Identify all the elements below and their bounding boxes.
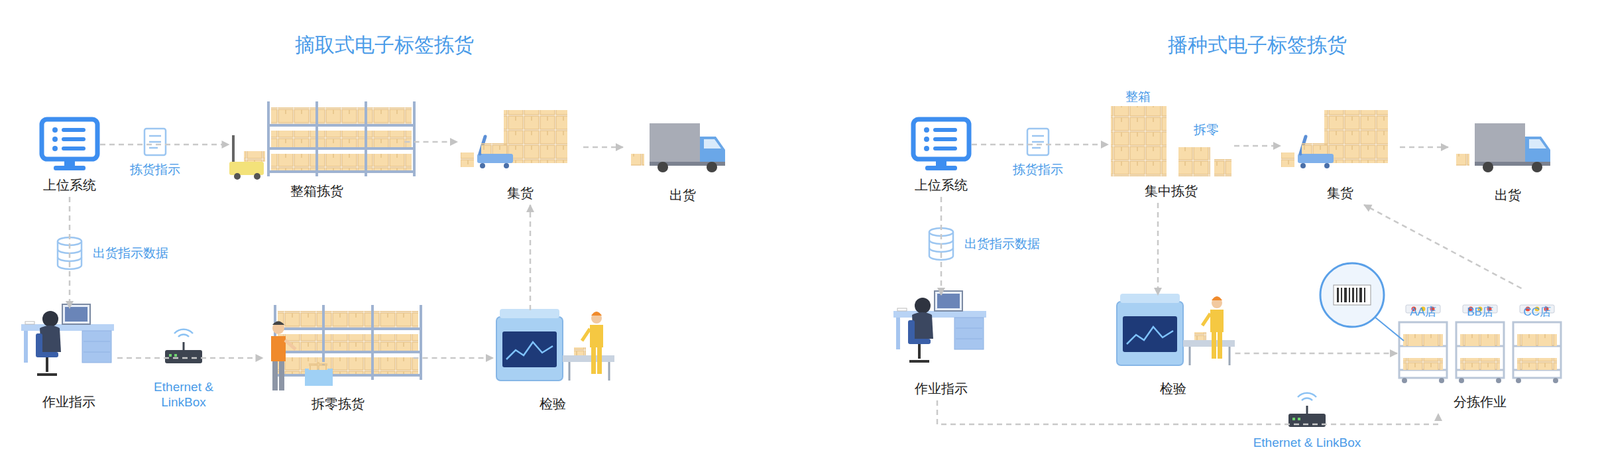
station-node: 集货 [1280, 112, 1400, 205]
tag-label: BB店 [1466, 304, 1494, 320]
station-caption: 整箱拣货 [229, 182, 405, 201]
flow-connector [1399, 146, 1449, 149]
flow-connector [100, 143, 230, 146]
station-node: 作业指示 [892, 294, 990, 401]
station-caption: 分拣作业 [1397, 393, 1563, 411]
flow-connector [117, 357, 264, 360]
station-node: 拆零拣货 [263, 310, 414, 416]
station-caption: 集中拣货 [1108, 182, 1235, 201]
station-node: 集中拣货 [1108, 104, 1235, 203]
section-title: 播种式电子标签拣货 [1167, 31, 1347, 59]
station-node: 作业指示 [20, 308, 118, 414]
station-node: 上位系统 [39, 117, 101, 197]
flow-connector [1234, 145, 1281, 148]
tag-label: AA店 [1409, 304, 1437, 320]
station-node: 集货 [457, 112, 584, 205]
section-title: 摘取式电子标签拣货 [294, 31, 474, 59]
station-node: 检验 [1111, 294, 1236, 401]
edge-label: Ethernet & LinkBox [1251, 435, 1364, 451]
flow-connector [937, 400, 1439, 425]
station-caption: 集货 [457, 184, 584, 203]
station-node: 上位系统 [910, 117, 972, 197]
edge-label: 拣货指示 [1010, 162, 1066, 178]
tag-label: 拆零 [1193, 121, 1219, 139]
station-caption: 检验 [493, 395, 613, 413]
flow-connector [583, 146, 624, 149]
station-caption: 上位系统 [910, 176, 972, 195]
edge-label: 拣货指示 [127, 162, 183, 178]
flow-connector [971, 143, 1109, 146]
flow-connector [413, 357, 494, 360]
station-caption: 集货 [1280, 184, 1400, 203]
station-node: 整箱拣货 [229, 104, 405, 203]
edge-label: 出货指示数据 [90, 245, 171, 262]
flow-connector [529, 204, 532, 311]
tag-label: CC店 [1523, 304, 1551, 320]
flow-connector [404, 141, 458, 144]
flow-connector [1235, 352, 1398, 355]
edge-label: 出货指示数据 [962, 236, 1042, 252]
edge-label: Ethernet & LinkBox [145, 379, 223, 411]
flow-connector [1157, 202, 1160, 295]
flow-connector [1364, 204, 1522, 289]
station-caption: 出货 [1448, 186, 1568, 205]
station-node: 出货 [623, 121, 743, 207]
station-caption: 作业指示 [20, 393, 118, 411]
tag-label: 整箱 [1125, 88, 1151, 106]
station-caption: 拆零拣货 [263, 395, 414, 413]
station-node: 检验 [493, 310, 613, 416]
flow-connector [940, 196, 943, 295]
station-node: 出货 [1448, 121, 1568, 207]
flow-connector [68, 196, 71, 309]
station-caption: 上位系统 [39, 176, 101, 195]
station-caption: 检验 [1111, 379, 1236, 398]
station-caption: 作业指示 [892, 379, 990, 398]
station-caption: 出货 [623, 186, 743, 205]
